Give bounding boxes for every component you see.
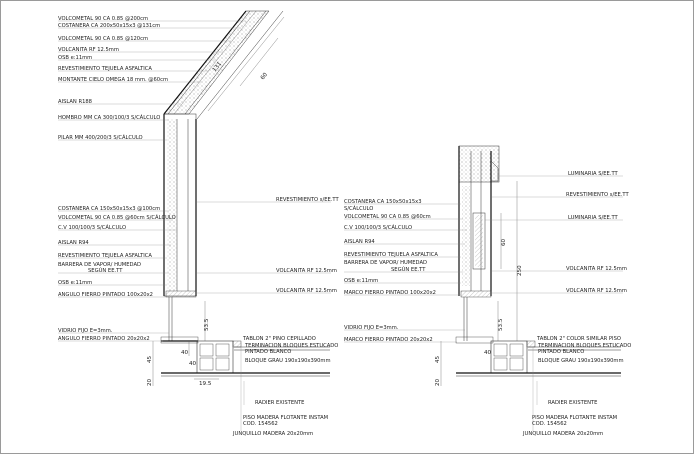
- dim-53-5-right: 53.5: [498, 318, 504, 331]
- label-vidrio-fijo: VIDRIO FIJO E=3mm.: [58, 328, 113, 334]
- label-r-marco-100: MARCO FIERRO PINTADO 100x20x2: [344, 290, 436, 296]
- label-montante-cielo: MONTANTE CIELO OMEGA 18 mm. @60cm: [58, 77, 168, 83]
- label-segun-eett: SEGÚN EE.TT: [88, 267, 123, 274]
- label-piso-madera: PISO MADERA FLOTANTE INSTAM: [243, 415, 328, 421]
- label-luminaria-1: LUMINARIA S/EE.TT: [568, 171, 619, 177]
- dim-45: 45: [147, 355, 153, 363]
- right-detail: 60 250 53.5 40 45 20 COSTANERA CA 150x50…: [344, 145, 631, 437]
- dim-20: 20: [147, 378, 153, 386]
- label-r-junquillo: JUNQUILLO MADERA 20x20mm: [522, 431, 603, 437]
- label-r-barrera: BARRERA DE VAPOR/ HUMEDAD: [344, 260, 427, 266]
- label-aislan-r188: AISLAN R188: [58, 99, 92, 105]
- dim-53-5: 53.5: [204, 318, 210, 331]
- label-hombro: HOMBRO MM CA 300/100/3 S/CÁLCULO: [58, 114, 160, 121]
- label-revestimiento-tejuela: REVESTIMIENTO TEJUELA ASFALTICA: [58, 66, 152, 72]
- label-volcanita-rf: VOLCANITA RF 12.5mm: [58, 47, 119, 53]
- dim-19-5: 19.5: [199, 381, 212, 387]
- label-volcometal-120: VOLCOMETAL 90 CA 0.85 @120cm: [58, 36, 148, 42]
- label-r-marco-20: MARCO FIERRO PINTADO 20x20x2: [344, 337, 433, 343]
- dim-60-roof: 60: [260, 72, 269, 82]
- left-detail: 131 60: [58, 10, 339, 437]
- left-detail-bottom-labels: TABLON 2" PINO CEPILLADO TERMINACION BLO…: [232, 336, 338, 437]
- label-r-volcometal: VOLCOMETAL 90 CA 0.85 @60cm: [344, 214, 431, 220]
- label-volcanita-r1: VOLCANITA RF 12.5mm: [276, 268, 337, 274]
- right-detail-bottom-labels: TABLON 2" COLOR SIMILAR PISO TERMINACION…: [522, 336, 631, 437]
- label-osb: OSB e:11mm: [58, 55, 92, 61]
- dim-20-right: 20: [435, 378, 441, 386]
- label-osb-2: OSB e:11mm: [58, 280, 92, 286]
- left-roof-dimensions: 131 60: [207, 16, 285, 112]
- left-detail-labels: VOLCOMETAL 90 CA 0.85 @200cm COSTANERA C…: [58, 16, 246, 342]
- label-r-cv: C.V 100/100/3 S/CÁLCULO: [344, 224, 412, 231]
- right-floor-base: [456, 340, 621, 377]
- label-r-piso: PISO MADERA FLOTANTE INSTAM: [532, 415, 617, 421]
- label-r-radier: RADIER EXISTENTE: [548, 400, 597, 406]
- label-costanera-131: COSTANERA CA 200x50x15x3 @131cm: [58, 23, 160, 29]
- label-volcometal-60: VOLCOMETAL 90 CA 0.85 @60cm S/CÁLCULO: [58, 214, 176, 221]
- dim-40-b: 40: [189, 361, 197, 367]
- label-pilar: PILAR MM 400/200/3 S/CÁLCULO: [58, 134, 143, 141]
- label-r-scalculo: S/CÁLCULO: [344, 205, 373, 212]
- left-floor-base: [161, 340, 330, 377]
- label-r-costanera: COSTANERA CA 150x50x15x3: [344, 199, 422, 205]
- label-cod: COD. 154562: [243, 421, 278, 427]
- right-detail-left-labels: COSTANERA CA 150x50x15x3 S/CÁLCULO VOLCO…: [344, 199, 467, 343]
- label-volcanita-r2: VOLCANITA RF 12.5mm: [276, 288, 337, 294]
- label-bloque-grau: BLOQUE GRAU 190x190x390mm: [245, 358, 331, 364]
- dim-40-right: 40: [484, 350, 492, 356]
- dim-131: 131: [212, 61, 224, 73]
- left-sloped-roof: [163, 10, 284, 120]
- label-junquillo: JUNQUILLO MADERA 20x20mm: [232, 431, 313, 437]
- label-r-osb: OSB e:11mm: [344, 278, 378, 284]
- label-volcometal-200: VOLCOMETAL 90 CA 0.85 @200cm: [58, 16, 148, 22]
- left-vertical-dimensions: 53.5 40 40 45 20 19.5: [147, 301, 219, 387]
- label-r-pintado: PINTADO BLANCO: [538, 349, 584, 355]
- label-pintado-blanco: PINTADO BLANCO: [245, 349, 291, 355]
- label-radier: RADIER EXISTENTE: [255, 400, 304, 406]
- left-wall-section: [160, 113, 199, 344]
- label-r-aislan: AISLAN R94: [344, 239, 375, 245]
- label-r-tablon: TABLON 2" COLOR SIMILAR PISO: [536, 336, 621, 342]
- right-ceiling: [455, 145, 500, 344]
- label-r-segun: SEGÚN EE.TT: [391, 266, 426, 273]
- label-revestimiento-r: REVESTIMIENTO s/EE.TT: [566, 192, 629, 198]
- label-barrera-vapor: BARRERA DE VAPOR/ HUMEDAD: [58, 262, 141, 268]
- label-terminacion: TERMINACION BLOQUES ESTUCADO: [244, 343, 338, 349]
- dim-60-right: 60: [501, 238, 507, 246]
- label-r-revestimiento: REVESTIMIENTO TEJUELA ASFALTICA: [344, 252, 438, 258]
- label-volcanita-rr1: VOLCANITA RF 12.5mm: [566, 266, 627, 272]
- label-volcanita-rr2: VOLCANITA RF 12.5mm: [566, 288, 627, 294]
- label-tablon-pino: TABLON 2" PINO CEPILLADO: [242, 336, 316, 342]
- right-detail-right-labels: LUMINARIA S/EE.TT REVESTIMIENTO s/EE.TT …: [485, 171, 629, 294]
- label-luminaria-2: LUMINARIA S/EE.TT: [568, 215, 619, 221]
- label-r-cod: COD. 154562: [532, 421, 567, 427]
- label-costanera-100: COSTANERA CA 150x50x15x3 @100cm: [58, 206, 160, 212]
- label-r-vidrio: VIDRIO FIJO E=3mm.: [344, 325, 399, 331]
- label-angulo-100: ANGULO FIERRO PINTADO 100x20x2: [58, 292, 153, 298]
- label-r-terminacion: TERMINACION BLOQUES ESTUCADO: [537, 343, 631, 349]
- label-revestimiento-tejuela-2: REVESTIMIENTO TEJUELA ASFALTICA: [58, 253, 152, 259]
- left-detail-right-labels: REVESTIMIENTO s/EE.TT VOLCANITA RF 12.5m…: [197, 197, 339, 294]
- right-vertical-dimensions: 60 250 53.5 40 45 20: [435, 181, 523, 386]
- label-angulo-20: ANGULO FIERRO PINTADO 20x20x2: [58, 336, 150, 342]
- label-r-bloque: BLOQUE GRAU 190x190x390mm: [538, 358, 624, 364]
- dim-40-a: 40: [181, 350, 189, 356]
- dim-250: 250: [517, 265, 523, 276]
- label-revestimiento-eett: REVESTIMIENTO s/EE.TT: [276, 197, 339, 203]
- label-aislan-r94: AISLAN R94: [58, 240, 89, 246]
- label-cv: C.V 100/100/3 S/CÁLCULO: [58, 224, 126, 231]
- dim-45-right: 45: [435, 355, 441, 363]
